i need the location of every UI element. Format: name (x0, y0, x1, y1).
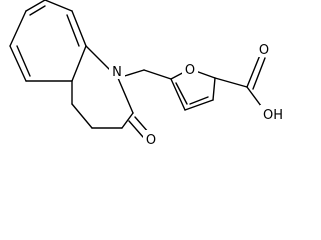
bond (71, 103, 93, 129)
double-bond-inner (66, 14, 80, 47)
bond (71, 10, 87, 47)
carboxyl-double-bond (246, 54, 261, 88)
carbonyl-bond (128, 120, 144, 138)
furan-oxygen-label: O (185, 63, 195, 78)
bond (212, 77, 216, 101)
furan-ring (170, 68, 216, 111)
bond (9, 45, 27, 82)
nitrogen-label: N (112, 65, 122, 80)
double-bond-inner (29, 5, 46, 16)
bond (44, 0, 73, 12)
bond (117, 77, 134, 114)
lactam-ring (71, 45, 150, 138)
bond (184, 99, 214, 111)
atom-labels: N O O O OH (109, 40, 286, 148)
bond (170, 78, 186, 111)
carbonyl-oxygen-label: O (146, 133, 156, 148)
bond (9, 10, 27, 47)
bond (214, 77, 248, 88)
hydroxyl-label: OH (263, 108, 283, 123)
double-bond-inner (175, 82, 188, 105)
carboxyl-double-bond (252, 57, 266, 90)
double-bond-inner (189, 96, 209, 105)
bond (143, 69, 172, 80)
benzene-ring (9, 0, 87, 82)
carboxylic-acid (214, 54, 266, 111)
bond (25, 0, 46, 12)
bond (71, 45, 87, 82)
bond (121, 112, 134, 129)
chemical-structure-diagram: N O O O OH (9, 0, 286, 148)
methylene-linker (117, 69, 172, 80)
double-bond-inner (16, 45, 31, 77)
carboxyl-oxygen-label: O (259, 43, 269, 58)
